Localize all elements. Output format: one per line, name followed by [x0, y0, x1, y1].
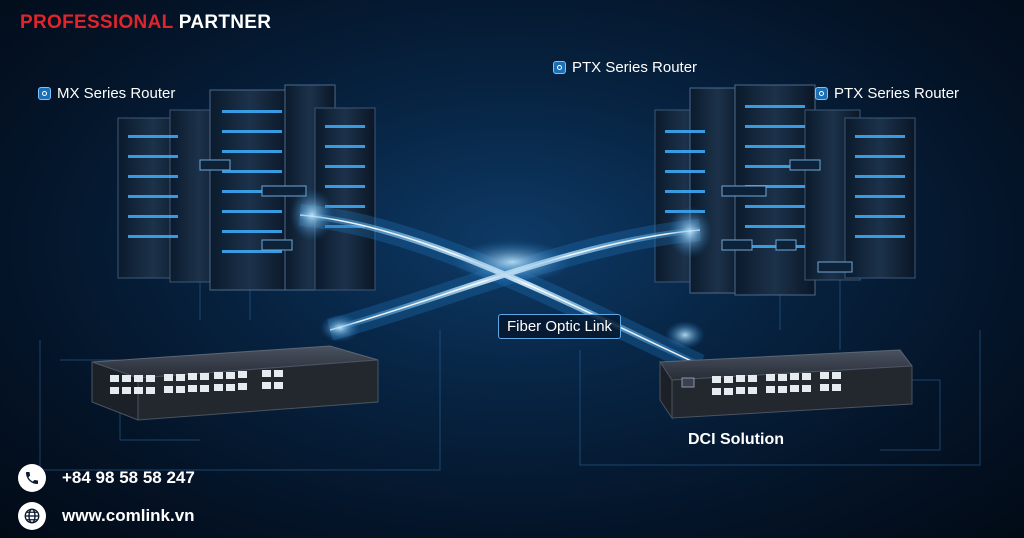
- ptx-router-text-top: PTX Series Router: [572, 59, 698, 76]
- left-server-racks: [117, 84, 376, 291]
- router-marker-icon: [38, 87, 51, 100]
- brand-heading: PROFESSIONAL PARTNER: [20, 12, 271, 34]
- right-network-switch: [659, 349, 913, 420]
- website-url: www.comlink.vn: [62, 506, 195, 525]
- phone-contact[interactable]: +84 98 58 58 247: [18, 464, 195, 492]
- website-contact[interactable]: www.comlink.vn: [18, 502, 195, 530]
- globe-icon: [18, 502, 46, 530]
- ptx-router-label-right: PTX Series Router: [815, 85, 959, 102]
- phone-number: +84 98 58 58 247: [62, 468, 195, 487]
- brand-partner: PARTNER: [178, 12, 272, 33]
- mx-router-label: MX Series Router: [38, 85, 175, 102]
- ptx-router-label-top: PTX Series Router: [553, 59, 697, 76]
- router-marker-icon: [815, 87, 828, 100]
- router-marker-icon: [553, 61, 566, 74]
- fiber-optic-cables: [290, 189, 712, 375]
- ptx-router-text-right: PTX Series Router: [834, 85, 960, 102]
- brand-professional: PROFESSIONAL: [20, 12, 174, 33]
- fiber-optic-link-label: Fiber Optic Link: [498, 314, 622, 339]
- mx-router-text: MX Series Router: [57, 85, 176, 102]
- phone-icon: [18, 464, 46, 492]
- left-network-switch: [91, 345, 379, 421]
- right-server-racks: [654, 84, 916, 296]
- dci-solution-label: DCI Solution: [688, 431, 784, 448]
